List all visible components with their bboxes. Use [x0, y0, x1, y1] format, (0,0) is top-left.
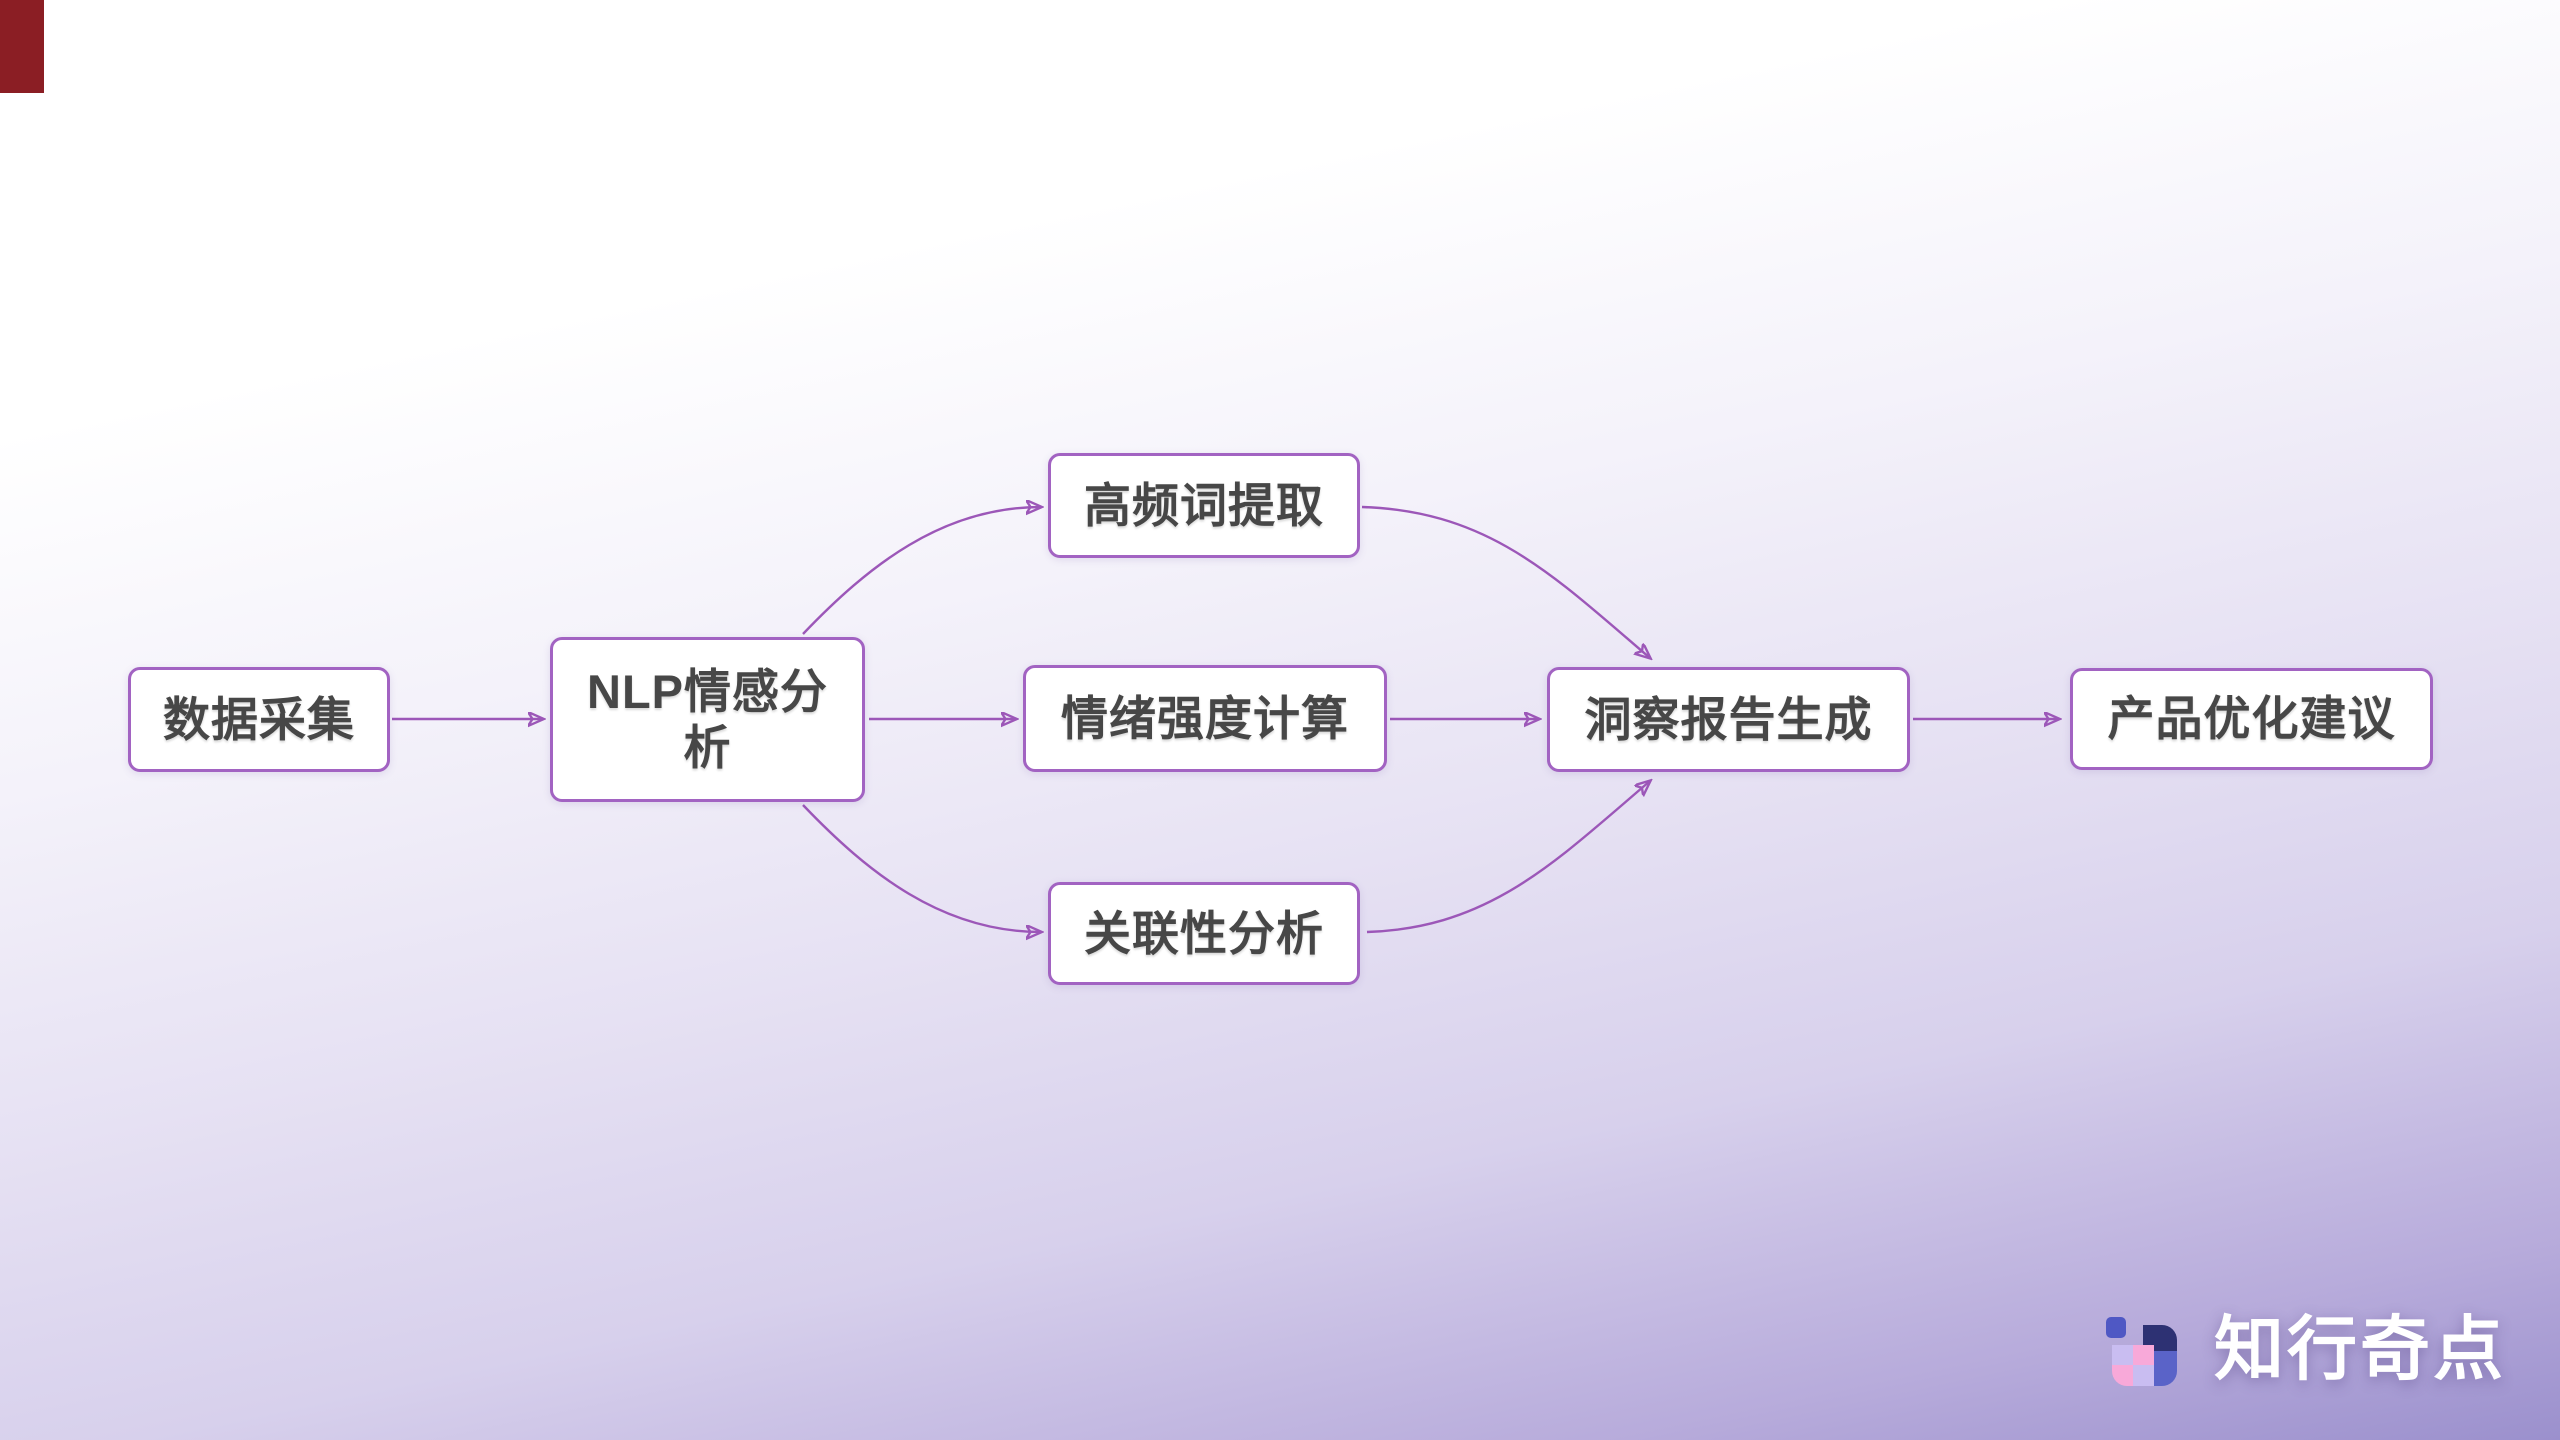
edge-nlp-to-keywords [802, 507, 1041, 635]
node-high-frequency-word-extraction: 高频词提取 [1048, 453, 1360, 558]
logo-tile-lavender-1 [2112, 1344, 2133, 1366]
edge-correlation-to-report [1366, 781, 1650, 934]
edge-nlp-to-correlation [802, 804, 1041, 932]
node-data-collection: 数据采集 [128, 667, 390, 772]
logo-tile-pink-1 [2132, 1344, 2154, 1366]
corner-red-marker [0, 0, 44, 93]
logo-mini-square [2106, 1317, 2126, 1338]
edge-keywords-to-report [1361, 505, 1650, 658]
logo-tile-lavender-2 [2132, 1365, 2154, 1386]
logo-tile-indigo [2153, 1351, 2177, 1386]
node-correlation-analysis: 关联性分析 [1048, 882, 1360, 985]
logo-tile-grid [2112, 1325, 2177, 1386]
node-nlp-sentiment-analysis: NLP情感分 析 [550, 637, 865, 802]
node-insight-report-generation: 洞察报告生成 [1547, 667, 1910, 772]
logo-tile-pink-2 [2112, 1365, 2133, 1386]
brand-logo: 知行奇点 [2106, 1310, 2506, 1388]
node-product-optimization-suggestions: 产品优化建议 [2070, 668, 2433, 770]
node-emotion-intensity-calculation: 情绪强度计算 [1023, 665, 1387, 772]
brand-logo-text: 知行奇点 [2214, 1310, 2506, 1388]
brand-logo-icon [2106, 1310, 2178, 1388]
